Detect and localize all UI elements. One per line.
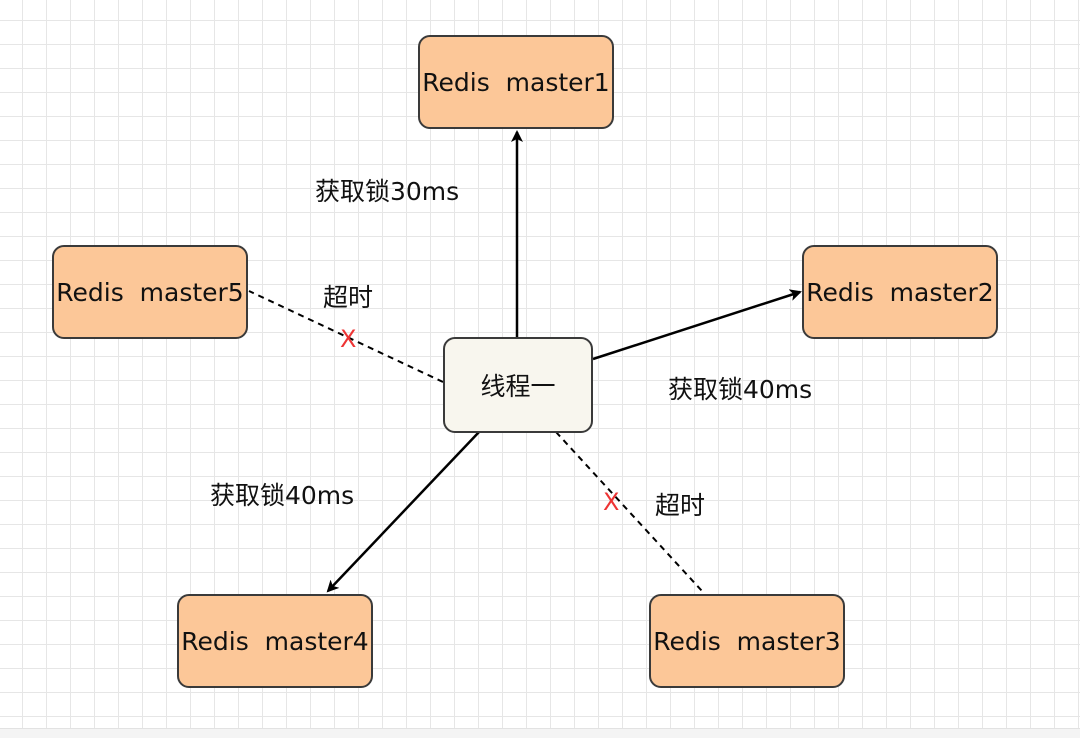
redis-master1-node: Redis master1 (418, 35, 614, 129)
edge-label-master5-timeout: 超时 (323, 283, 374, 312)
edge-label-master3-timeout: 超时 (655, 491, 706, 520)
thread-one-node: 线程一 (443, 337, 593, 433)
edge-to-master5-timeout (248, 290, 444, 383)
edge-label-master1: 获取锁30ms (315, 177, 460, 206)
redis-master5-node: Redis master5 (52, 245, 248, 339)
edge-label-master4: 获取锁40ms (210, 481, 355, 510)
edge-to-master2 (592, 289, 802, 361)
timeout-x-mark-master5: X (340, 325, 357, 353)
redis-master4-node: Redis master4 (177, 594, 373, 688)
bottom-scroll-strip (0, 728, 1080, 738)
redis-master3-node: Redis master3 (649, 594, 845, 688)
edge-to-master3-timeout (555, 431, 703, 592)
edge-to-master4 (326, 431, 480, 593)
redis-master2-node: Redis master2 (802, 245, 998, 339)
edge-label-master2: 获取锁40ms (668, 375, 813, 404)
timeout-x-mark-master3: X (603, 488, 620, 516)
